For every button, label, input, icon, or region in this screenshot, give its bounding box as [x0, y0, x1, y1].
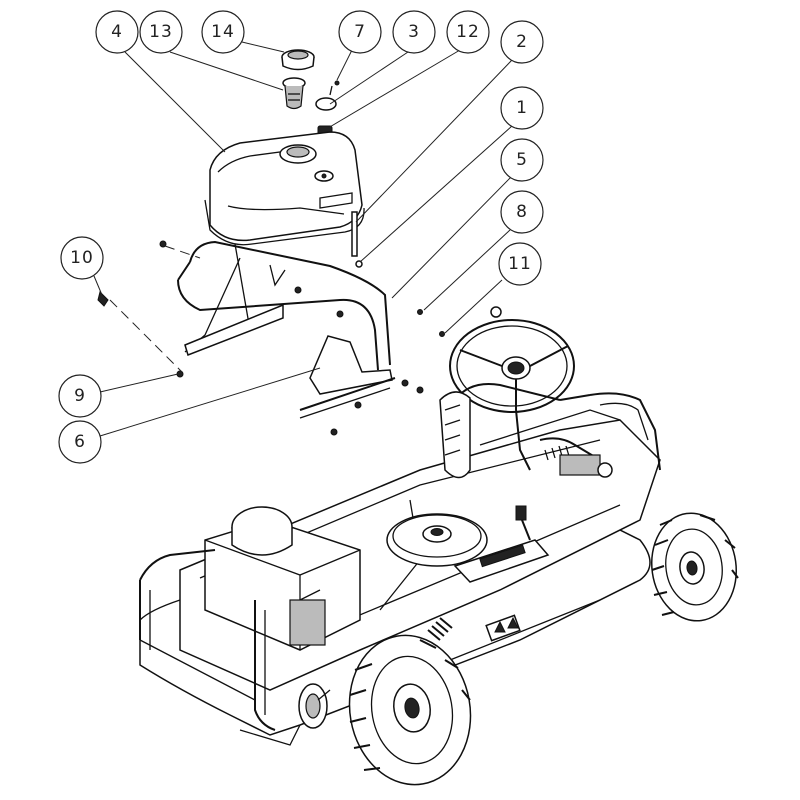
callout-8-label: 8 [516, 202, 528, 222]
warning-decals [485, 614, 521, 642]
fuel-cap-part-14 [281, 49, 315, 71]
fuel-filter-part-13 [282, 77, 306, 110]
bracket-part-6 [299, 335, 396, 419]
fuel-gauge-part-3-12 [315, 80, 340, 139]
callout-6-label: 6 [74, 432, 86, 452]
callout-10: 10 [60, 236, 104, 280]
rear-right-wheel [650, 512, 739, 622]
callout-12: 12 [446, 10, 490, 54]
front-wheel [348, 634, 472, 786]
callout-11-label: 11 [508, 254, 532, 274]
callout-2: 2 [500, 20, 544, 64]
front-bumper [139, 549, 276, 731]
bolt-parts [97, 211, 445, 436]
callout-6: 6 [58, 420, 102, 464]
callout-5-label: 5 [516, 150, 528, 170]
leader-lines [93, 41, 513, 437]
control-console [453, 505, 550, 583]
callout-7-label: 7 [354, 22, 366, 42]
callout-12-label: 12 [456, 22, 480, 42]
callout-4: 4 [95, 10, 139, 54]
callout-9-label: 9 [74, 386, 86, 406]
callout-1: 1 [500, 86, 544, 130]
callout-14-label: 14 [211, 22, 235, 42]
callout-9: 9 [58, 374, 102, 418]
callout-13: 13 [139, 10, 183, 54]
callout-11: 11 [498, 242, 542, 286]
assembly-dash-lines [109, 245, 201, 373]
callout-2-label: 2 [516, 32, 528, 52]
tank-frame-part-5 [177, 240, 391, 371]
callout-7: 7 [338, 10, 382, 54]
callout-5: 5 [500, 138, 544, 182]
callout-3: 3 [392, 10, 436, 54]
callout-13-label: 13 [149, 22, 173, 42]
front-caster [298, 683, 331, 729]
rear-left-wheel [439, 391, 471, 479]
callout-10-label: 10 [70, 248, 94, 268]
callout-4-label: 4 [111, 22, 123, 42]
callout-1-label: 1 [516, 98, 528, 118]
steering-mechanism [539, 437, 613, 478]
callout-8: 8 [500, 190, 544, 234]
callout-14: 14 [201, 10, 245, 54]
fuel-tank-part-4 [204, 131, 365, 246]
callout-3-label: 3 [408, 22, 420, 42]
cutting-disc [386, 513, 488, 567]
engine [204, 506, 361, 651]
front-spring [427, 617, 453, 641]
steering-wheel [449, 306, 575, 471]
